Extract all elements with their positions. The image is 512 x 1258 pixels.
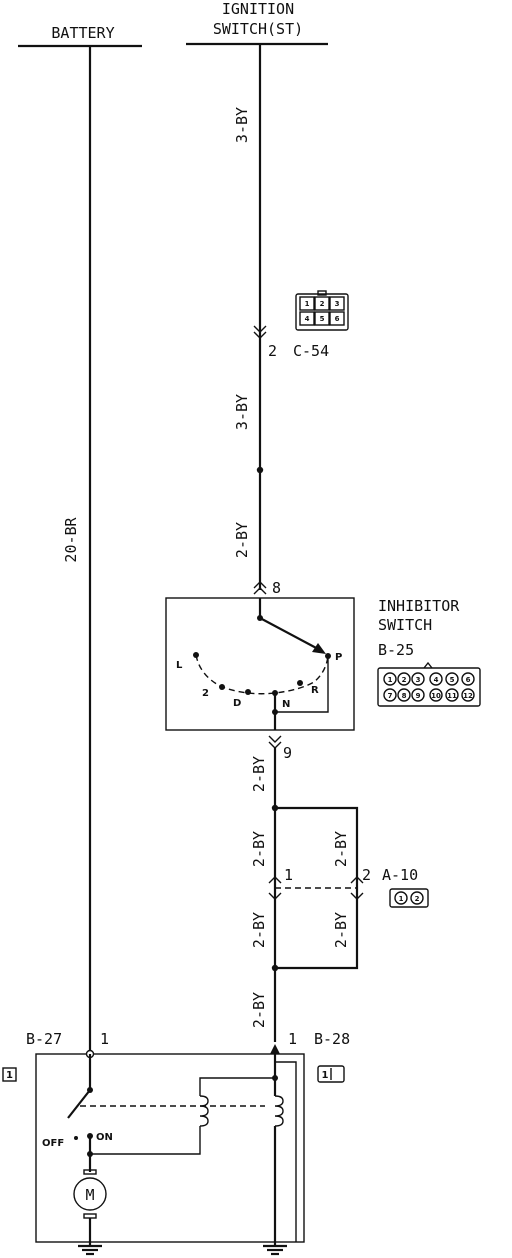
svg-text:3: 3 (335, 300, 340, 308)
a10-left-upper-label: 2-BY (250, 831, 268, 867)
battery-source: BATTERY (18, 24, 142, 48)
a10-right-lower-label: 2-BY (332, 912, 350, 948)
b25-pin-top: 8 (272, 579, 281, 597)
svg-text:6: 6 (335, 315, 340, 323)
pos-D: D (233, 698, 241, 709)
battery-wire: 20-BR (62, 46, 92, 1054)
svg-text:6: 6 (466, 676, 471, 684)
pos-2: 2 (202, 688, 209, 699)
svg-text:10: 10 (431, 692, 441, 700)
svg-text:1: 1 (388, 676, 393, 684)
ign-lower-label: 3-BY (233, 394, 251, 430)
relay-on-label: ON (96, 1132, 113, 1143)
svg-text:1: 1 (399, 895, 404, 903)
svg-text:8: 8 (402, 692, 407, 700)
inhibitor-labels: INHIBITOR SWITCH B-25 (378, 597, 460, 659)
a10-pin-right: 2 (362, 866, 371, 884)
ignition-switch-source: IGNITION SWITCH(ST) (186, 0, 328, 46)
svg-text:2: 2 (402, 676, 407, 684)
svg-text:5: 5 (320, 315, 325, 323)
b28-pin: 1 (288, 1030, 297, 1048)
ignition-label-line2: SWITCH(ST) (213, 20, 303, 38)
c54-pin: 2 (268, 342, 277, 360)
to-inhibitor-label: 2-BY (233, 522, 251, 558)
relay-marker: 1 (6, 1070, 13, 1081)
pos-P: P (335, 652, 342, 663)
pos-R: R (311, 685, 319, 696)
c54-connector-icon: 1 2 3 4 5 6 (295, 290, 349, 331)
b25-connector-icon: 1 2 3 4 5 6 7 8 9 10 11 12 (377, 661, 481, 707)
svg-text:7: 7 (388, 692, 393, 700)
b28-icon-label: 1 (322, 1070, 329, 1081)
a10-name: A-10 (382, 866, 418, 884)
a10-left-lower-label: 2-BY (250, 912, 268, 948)
ignition-label-line1: IGNITION (222, 0, 294, 18)
relay-off-label: OFF (42, 1138, 64, 1149)
b27-pin: 1 (100, 1030, 109, 1048)
svg-text:9: 9 (416, 692, 421, 700)
ign-upper-label: 3-BY (233, 107, 251, 143)
to-b28-label: 2-BY (250, 992, 268, 1028)
svg-text:3: 3 (416, 676, 421, 684)
pos-N: N (282, 699, 290, 710)
svg-text:12: 12 (463, 692, 473, 700)
b25-pins: 1 2 3 4 5 6 7 8 9 10 11 12 (383, 672, 475, 702)
b25-name: B-25 (378, 641, 414, 659)
a10-pin-left: 1 (284, 866, 293, 884)
svg-text:1: 1 (305, 300, 310, 308)
pos-L: L (176, 660, 183, 671)
inhibitor-title-1: INHIBITOR (378, 597, 460, 615)
svg-text:2: 2 (415, 895, 420, 903)
battery-wire-label: 20-BR (62, 516, 80, 562)
ignition-wire: 3-BY 2 C-54 3-BY 2-BY (233, 44, 329, 590)
ground-left-icon (78, 1242, 102, 1256)
b27-name: B-27 (26, 1030, 62, 1048)
a10-section: 2-BY 2-BY 2-BY 2-BY 2-BY 1 2 A-10 2-BY (250, 748, 418, 1042)
b25-pin-bottom: 9 (283, 744, 292, 762)
svg-text:11: 11 (447, 692, 457, 700)
b28-name: B-28 (314, 1030, 350, 1048)
inhibitor-switch: 8 L 2 D N R P 9 (165, 579, 355, 762)
svg-text:5: 5 (450, 676, 455, 684)
svg-text:2: 2 (320, 300, 325, 308)
starter-relay: B-27 1 1 B-28 1 1 OFF ON (2, 1030, 350, 1243)
svg-text:4: 4 (305, 315, 310, 323)
from-inhibitor-label: 2-BY (250, 756, 268, 792)
a10-connector-icon: 1 2 (389, 888, 429, 908)
inhibitor-title-2: SWITCH (378, 616, 432, 634)
ground-right-icon (263, 1242, 287, 1256)
svg-text:4: 4 (434, 676, 439, 684)
a10-right-upper-label: 2-BY (332, 831, 350, 867)
battery-label: BATTERY (51, 24, 114, 42)
c54-name: C-54 (293, 342, 329, 360)
motor-label: M (85, 1186, 94, 1204)
